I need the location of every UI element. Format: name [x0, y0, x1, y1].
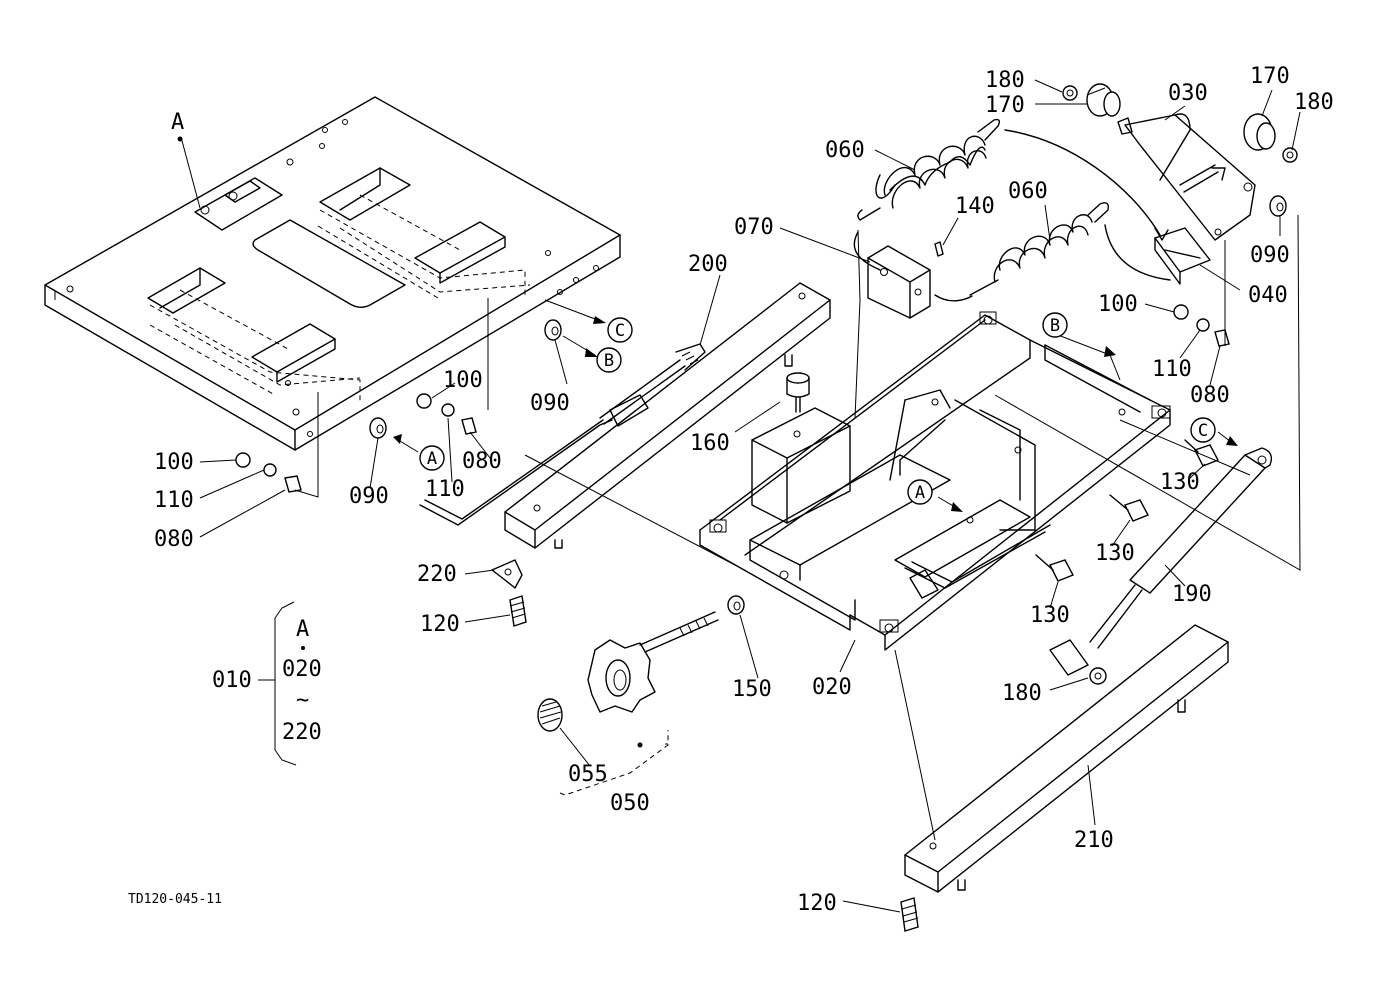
assembly-range-top: A [296, 617, 309, 642]
svg-text:B: B [604, 351, 614, 371]
part-060-spring-a [857, 118, 1001, 221]
part-label-100: 100 [1098, 292, 1138, 317]
drawing-code: TD120-045-11 [128, 892, 222, 907]
svg-text:A: A [427, 449, 437, 469]
part-090-washers [369, 195, 1287, 439]
ref-circle-a1: A [419, 445, 445, 471]
part-100-110-080-sets [235, 304, 1230, 493]
part-label-130: 130 [1160, 470, 1200, 495]
assembly-range-from: 020 [282, 657, 322, 682]
part-040-block [1154, 227, 1211, 285]
part-label-110: 110 [425, 477, 465, 502]
part-055-cap [537, 698, 563, 732]
part-label-090: 090 [349, 484, 389, 509]
part-label-090: 090 [530, 391, 570, 416]
part-label-210: 210 [1074, 828, 1114, 853]
part-label-180: 180 [1002, 681, 1042, 706]
assembly-number: 010 [212, 668, 252, 693]
assembly-range-to: 220 [282, 720, 322, 745]
part-130-bolts [1035, 439, 1219, 582]
part-label-080: 080 [1190, 383, 1230, 408]
base-frame-020 [699, 311, 1171, 651]
part-160-bumper [786, 372, 810, 413]
part-label-080: 080 [154, 527, 194, 552]
assembly-bracket [258, 601, 297, 766]
part-label-030: 030 [1168, 81, 1208, 106]
part-label-130: 130 [1095, 541, 1135, 566]
leader-lines [180, 79, 1301, 913]
part-label-040: 040 [1248, 283, 1288, 308]
spring-hook-arrow [1004, 129, 1161, 236]
part-170-roller-b [1243, 113, 1276, 151]
part-label-a: A [171, 110, 184, 135]
assembly-lines [294, 214, 1301, 841]
part-label-020: 020 [812, 675, 852, 700]
part-140-pin [934, 241, 944, 257]
part-070-bracket [867, 245, 931, 319]
part-label-090: 090 [1250, 243, 1290, 268]
part-050-knob [587, 611, 719, 748]
part-180-washers [1062, 85, 1298, 685]
part-label-050: 050 [610, 791, 650, 816]
part-label-070: 070 [734, 215, 774, 240]
part-label-110: 110 [154, 488, 194, 513]
part-label-180: 180 [985, 68, 1025, 93]
part-170-roller-a [1086, 83, 1121, 117]
part-label-200: 200 [688, 252, 728, 277]
ref-circle-b1: B [596, 347, 622, 373]
part-label-055: 055 [568, 762, 608, 787]
part-label-160: 160 [690, 431, 730, 456]
part-label-150: 150 [732, 677, 772, 702]
ref-circle-b2: B [1042, 312, 1068, 338]
part-label-120: 120 [797, 891, 837, 916]
part-label-130: 130 [1030, 603, 1070, 628]
part-label-120: 120 [420, 612, 460, 637]
part-label-170: 170 [1250, 64, 1290, 89]
part-label-140: 140 [955, 194, 995, 219]
part-label-100: 100 [154, 450, 194, 475]
part-label-060: 060 [1008, 179, 1048, 204]
ref-circle-c1: C [607, 317, 633, 343]
svg-text:C: C [615, 321, 625, 341]
part-060-spring-b [969, 202, 1110, 296]
part-label-170: 170 [985, 93, 1025, 118]
part-120-screws [509, 595, 919, 932]
part-label-180: 180 [1294, 90, 1334, 115]
spring-hook-curve [1104, 224, 1171, 281]
seat-plate [44, 96, 621, 451]
part-label-110: 110 [1152, 357, 1192, 382]
assembly-range-sep: ~ [296, 688, 309, 713]
part-label-190: 190 [1172, 582, 1212, 607]
part-220-clip [491, 559, 523, 589]
svg-text:B: B [1050, 316, 1060, 336]
part-030-lever [1117, 113, 1256, 241]
part-190-gas-strut [1049, 447, 1273, 676]
reference-arrows [393, 299, 1238, 512]
part-label-220: 220 [417, 562, 457, 587]
reference-dot-a [177, 136, 183, 142]
ref-circle-a2: A [907, 479, 933, 505]
part-150-washer [727, 595, 745, 615]
assembly-range-dot [301, 646, 305, 650]
svg-text:C: C [1198, 421, 1208, 441]
ref-circle-c2: C [1190, 417, 1216, 443]
slide-rail-210 [904, 624, 1229, 893]
svg-text:A: A [915, 483, 925, 503]
part-label-080: 080 [462, 449, 502, 474]
part-label-100: 100 [443, 368, 483, 393]
part-label-060: 060 [825, 138, 865, 163]
slide-rail-200 [419, 282, 831, 549]
